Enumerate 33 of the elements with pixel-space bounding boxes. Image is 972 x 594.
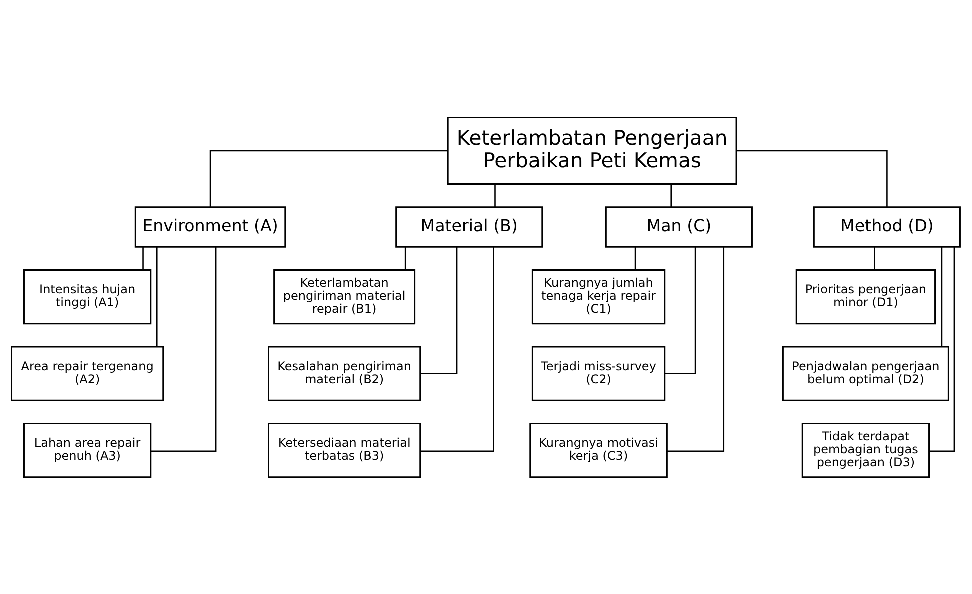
node-box: Material (B) [396, 206, 544, 248]
node-box: Ketersediaan material terbatas (B3) [268, 422, 422, 478]
node-box: Kesalahan pengiriman material (B2) [268, 346, 422, 401]
connector [634, 246, 636, 270]
node-box: Kurangnya jumlah tenaga kerja repair (C1) [532, 269, 666, 324]
connector [420, 246, 458, 374]
connector [664, 246, 696, 374]
node-box: Keterlambatan Pengerjaan Perbaikan Peti Kemas [447, 116, 738, 184]
node-box: Penjadwalan pengerjaan belum optimal (D2) [782, 346, 950, 401]
connector [929, 246, 956, 452]
node-box: Area repair tergenang (A2) [11, 346, 164, 401]
connector [494, 184, 496, 207]
connector [142, 246, 144, 270]
connector [670, 184, 672, 207]
connector [941, 246, 943, 346]
connector [210, 150, 448, 207]
node-box: Method (D) [813, 206, 961, 248]
connector [404, 246, 406, 270]
node-box: Terjadi miss-survey (C2) [532, 346, 666, 401]
connector [420, 246, 494, 452]
connector [736, 150, 888, 207]
node-box: Prioritas pengerjaan minor (D1) [796, 269, 936, 324]
node-box: Tidak terdapat pembagian tugas pengerjaan (D3) [802, 422, 930, 478]
node-box: Intensitas hujan tinggi (A1) [24, 269, 152, 324]
node-box: Environment (A) [134, 206, 286, 248]
connector [667, 246, 725, 452]
node-box: Kurangnya motivasi kerja (C3) [530, 422, 668, 478]
node-box: Lahan area repair penuh (A3) [24, 422, 152, 478]
node-box: Keterlambatan pengiriman material repair (B1) [274, 269, 416, 324]
connector [874, 246, 876, 270]
connector [156, 246, 158, 346]
connector [151, 246, 217, 452]
node-box: Man (C) [605, 206, 753, 248]
